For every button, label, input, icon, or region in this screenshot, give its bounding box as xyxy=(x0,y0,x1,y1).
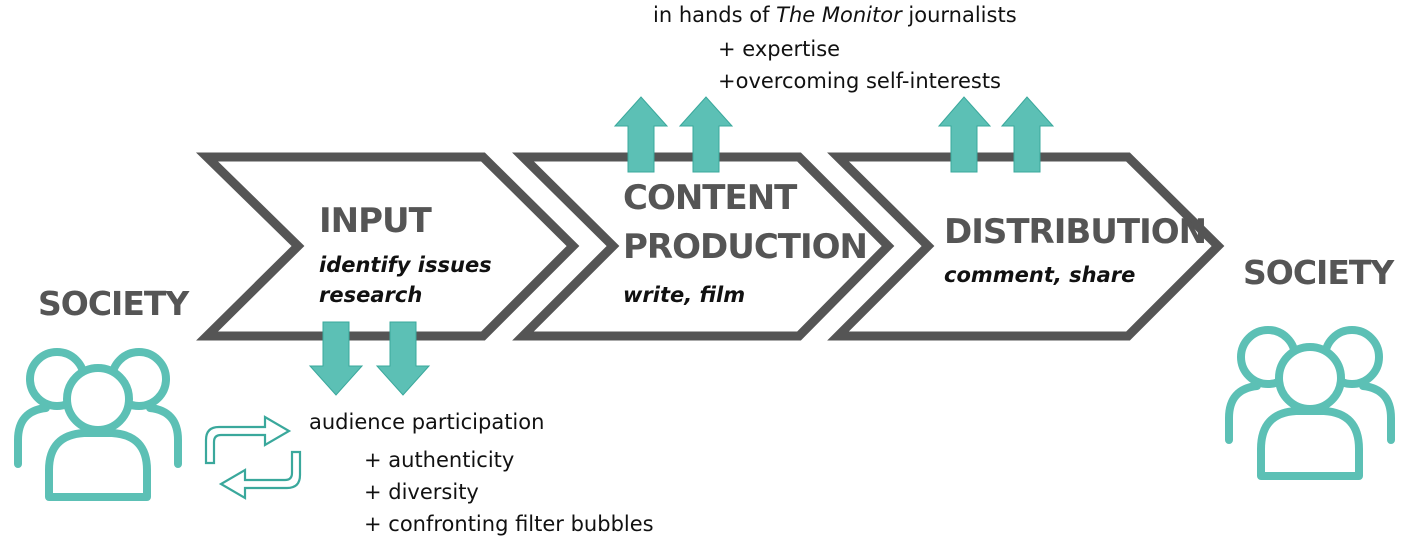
up-arrow-icon xyxy=(613,96,669,173)
input-chevron xyxy=(195,152,580,341)
distribution-stage-subtitle: comment, share xyxy=(944,263,1136,287)
up-arrow-icon xyxy=(678,96,734,173)
bottom-note-item: + confronting filter bubbles xyxy=(364,512,654,536)
distribution-stage-title: DISTRIBUTION xyxy=(944,212,1207,252)
society-label-left: SOCIETY xyxy=(38,284,189,323)
content-production-chevron xyxy=(512,152,895,341)
people-icon xyxy=(14,348,182,501)
top-note-item: +overcoming self-interests xyxy=(718,69,1001,93)
down-arrow-icon xyxy=(308,321,364,396)
top-note-item: + expertise xyxy=(718,37,841,61)
top-note-suffix: journalists xyxy=(901,3,1017,27)
top-note-prefix: in hands of xyxy=(653,3,777,27)
top-note-italic: The Monitor xyxy=(776,3,902,27)
input-stage-title: INPUT xyxy=(319,201,432,241)
society-label-right: SOCIETY xyxy=(1243,253,1394,292)
exchange-arrows-icon xyxy=(204,415,302,500)
input-stage-subtitle-1: identify issues xyxy=(319,253,492,277)
top-note-heading: in hands of The Monitor journalists xyxy=(653,2,1017,29)
content-stage-subtitle: write, film xyxy=(623,283,746,307)
bottom-note-heading: audience participation xyxy=(309,410,545,434)
content-stage-title-1: CONTENT xyxy=(623,178,797,218)
input-stage-subtitle-2: research xyxy=(319,283,423,307)
bottom-note-item: + authenticity xyxy=(364,448,515,472)
bottom-note-item: + diversity xyxy=(364,480,479,504)
people-icon xyxy=(1225,326,1395,480)
up-arrow-icon xyxy=(937,96,992,173)
down-arrow-icon xyxy=(375,321,431,396)
content-stage-title-2: PRODUCTION xyxy=(623,227,868,267)
distribution-chevron xyxy=(827,152,1225,341)
up-arrow-icon xyxy=(1000,96,1055,173)
